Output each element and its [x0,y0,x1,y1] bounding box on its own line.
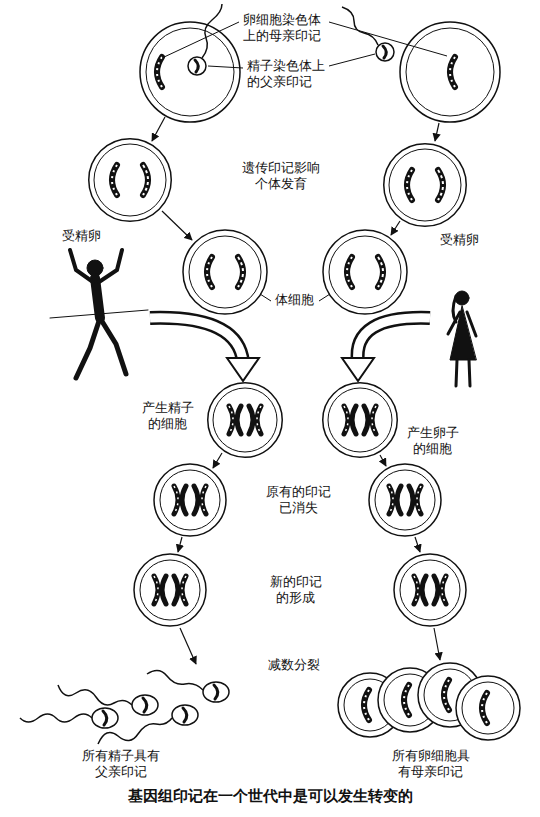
annotation: 所有精子具有父亲印记 [80,748,162,780]
hollow-arrow [150,318,430,381]
chromosome-pair [344,406,376,434]
paternal-chromosome [143,165,148,195]
germ-cell [134,464,466,626]
chromosome-pair [174,486,206,514]
cell-outline [322,382,398,458]
maternal-chromosome [450,57,455,87]
cell-outline [88,138,172,222]
annotation: 新的印记的形成 [268,574,324,606]
cell-membrane [208,383,283,458]
maternal-chromosome [482,693,487,723]
maternal-chromosome [407,170,412,200]
paternal-chromosome [378,257,383,287]
cell-circle: 受精卵 [88,138,172,222]
sperm [20,670,229,744]
paternal-chromosome [238,257,243,287]
maternal-chromosome [112,165,117,195]
maternal-chromosome [404,685,409,715]
cell-label: 受精卵 [62,228,101,244]
nuclear-envelope [213,388,277,452]
arrow [152,117,440,664]
maternal-chromosome [364,690,369,720]
nuclear-envelope [328,388,392,452]
annotation: 所有卵细胞具有母亲印记 [390,748,472,780]
cell-label: 产生精子的细胞 [140,400,196,432]
chromosome-pair [229,406,261,434]
maternal-chromosome [347,257,352,287]
cell-outline [383,143,467,227]
annotation: 精子染色体上的父亲印记 [247,58,329,90]
cell-label: 产生卵子的细胞 [405,425,461,457]
maternal-chromosome [157,57,162,87]
cell-membrane [89,139,172,222]
somatic-cell [183,230,407,314]
woman-figure [448,291,476,386]
cell-circle: 产生卵子的细胞 [322,382,398,458]
caption: 基因组印记在一个世代中是可以发生转变的 [0,786,540,806]
cell-label: 受精卵 [440,232,479,248]
chromosome-pair [154,576,186,604]
maternal-chromosome [207,257,212,287]
annotation: 减数分裂 [268,657,320,673]
egg-cell [338,663,520,740]
annotation: 遗传印记影响个体发育 [240,160,322,192]
runner-figure [50,250,148,378]
cell-membrane [323,383,398,458]
cell-membrane [384,144,467,227]
paternal-chromosome [438,170,443,200]
cell-outline [207,382,283,458]
chromosome-pair [389,486,421,514]
nuclear-envelope [94,144,166,216]
maternal-chromosome [444,680,449,710]
annotation: 卵细胞染色体上的母亲印记 [243,12,325,44]
cell-circle: 产生精子的细胞 [207,382,283,458]
cell-circle: 受精卵 [383,143,467,227]
nuclear-envelope [389,149,461,221]
chromosome-pair [414,576,446,604]
annotation: 原有的印记已消失 [264,484,333,516]
annotation: 体细胞 [275,292,314,308]
